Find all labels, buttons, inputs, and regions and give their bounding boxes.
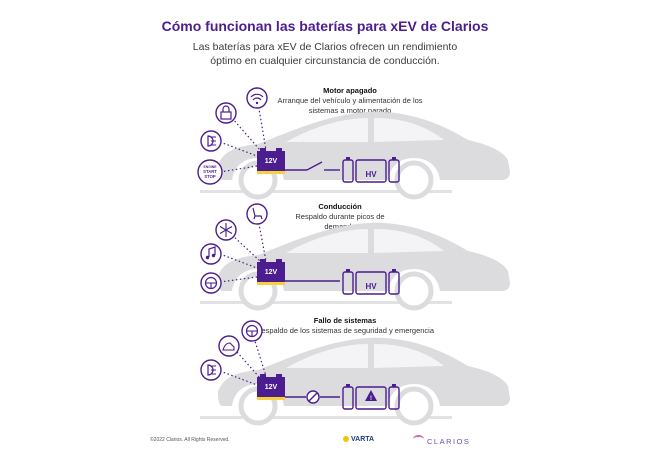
scenario-text: Arranque del vehículo y alimentación de … bbox=[277, 96, 423, 115]
steering-wheel-icon bbox=[200, 272, 222, 294]
page-title: Cómo funcionan las baterías para xEV de … bbox=[161, 18, 489, 34]
scenario-2-conduccion: 12V HV bbox=[200, 203, 510, 308]
copyright-notice: ©2022 Clarios. All Rights Reserved. bbox=[150, 437, 230, 443]
open-switch-icon bbox=[306, 161, 323, 171]
page-subtitle: Las baterías para xEV de Clarios ofrecen… bbox=[192, 41, 458, 67]
hv-label: HV bbox=[365, 170, 377, 179]
warning-mark: ! bbox=[370, 396, 372, 402]
headlight-icon bbox=[200, 130, 222, 152]
clarios-mark-icon bbox=[413, 435, 424, 443]
scenario-text: Respaldo de los sistemas de seguridad y … bbox=[255, 326, 434, 335]
12v-label: 12V bbox=[265, 158, 278, 165]
blocked-icon bbox=[306, 390, 320, 404]
varta-logo: VARTA bbox=[343, 436, 374, 443]
headlight-icon bbox=[200, 359, 222, 381]
road-line bbox=[200, 190, 452, 193]
varta-dot-icon bbox=[343, 436, 349, 442]
wifi-icon bbox=[246, 87, 268, 109]
warning-icon bbox=[365, 390, 377, 401]
scenario-1-motor-apagado: 12V HV ENGINE START bbox=[197, 87, 510, 197]
scenario-heading: Fallo de sistemas bbox=[313, 316, 377, 325]
12v-label: 12V bbox=[265, 384, 278, 391]
lock-icon bbox=[215, 102, 237, 124]
scenario-caption-driving: Conducción Respaldo durante picos de dem… bbox=[285, 202, 395, 232]
scenario-3-fallo-de-sistemas: 12V ! bbox=[200, 320, 510, 423]
start-stop-text: START bbox=[203, 169, 217, 174]
clarios-logo: CLARIOS bbox=[413, 435, 470, 446]
emergency-light-icon bbox=[218, 335, 240, 357]
scenario-heading: Conducción bbox=[318, 202, 362, 211]
road-line bbox=[200, 301, 452, 304]
steering-wheel-icon bbox=[241, 320, 263, 342]
dotted-connectors bbox=[219, 102, 267, 173]
snowflake-icon bbox=[215, 219, 237, 241]
hv-label: HV bbox=[365, 282, 377, 291]
scenario-caption-system-failure: Fallo de sistemas Respaldo de los sistem… bbox=[245, 316, 445, 336]
start-stop-text: ENGINE bbox=[204, 165, 218, 169]
start-stop-text: STOP bbox=[204, 174, 216, 179]
music-icon bbox=[200, 243, 222, 265]
road-line bbox=[200, 416, 452, 419]
heated-seat-icon bbox=[246, 203, 268, 225]
dotted-connectors bbox=[219, 337, 267, 386]
scenario-caption-motor-off: Motor apagado Arranque del vehículo y al… bbox=[265, 86, 435, 116]
dotted-connectors bbox=[219, 218, 267, 283]
varta-wordmark: VARTA bbox=[351, 436, 375, 443]
scenario-heading: Motor apagado bbox=[323, 86, 377, 95]
12v-label: 12V bbox=[265, 269, 278, 276]
scenario-text: Respaldo durante picos de demanda bbox=[295, 212, 385, 231]
engine-start-stop-button: ENGINE START STOP bbox=[197, 159, 223, 185]
clarios-wordmark: CLARIOS bbox=[427, 437, 471, 446]
